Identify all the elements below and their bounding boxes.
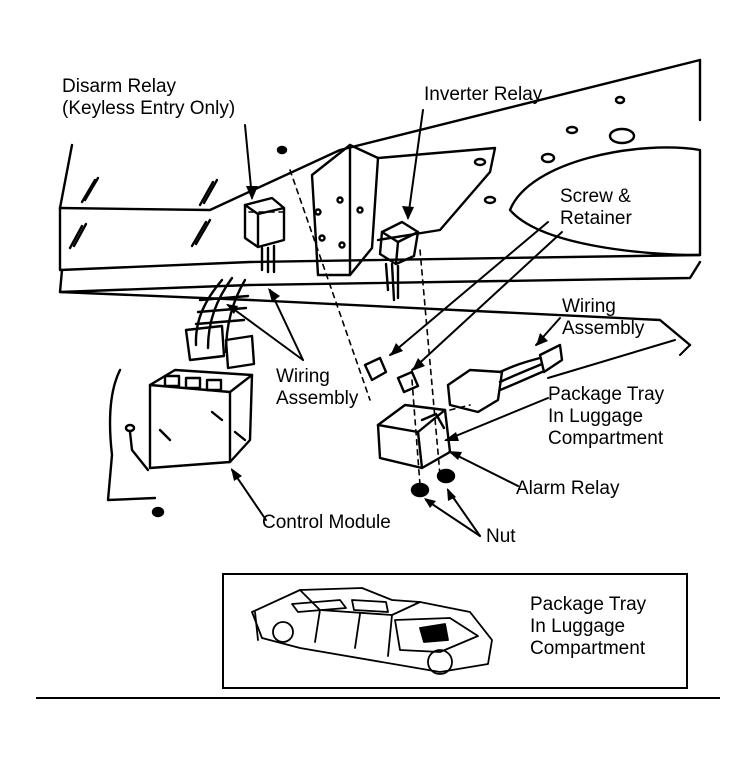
alarm-relay-label: Alarm Relay xyxy=(516,478,620,499)
arrow-heads xyxy=(226,186,548,508)
package-tray-label: Package Tray In Luggage Compartment xyxy=(548,384,665,449)
disarm-relay-label: Disarm Relay (Keyless Entry Only) xyxy=(62,76,236,119)
car-outline-inset xyxy=(251,587,493,675)
alarm-relay xyxy=(376,343,564,470)
relay-bracket xyxy=(276,143,497,277)
wiring-assembly-left-label: Wiring Assembly xyxy=(276,366,359,409)
assembly-guide-lines xyxy=(244,169,471,486)
disarm-relay xyxy=(243,196,286,274)
wiring-harness-left xyxy=(184,276,256,370)
leader-lines xyxy=(227,109,691,537)
screw-retainer-label: Screw & Retainer xyxy=(560,186,632,229)
control-module-label: Control Module xyxy=(262,512,391,533)
inverter-relay-label: Inverter Relay xyxy=(424,84,543,105)
control-module xyxy=(106,368,254,518)
bottom-divider xyxy=(36,697,720,699)
screws-and-nuts xyxy=(363,356,456,498)
location-inset-box xyxy=(222,573,688,689)
nut-label: Nut xyxy=(486,526,516,547)
inset-caption: Package Tray In Luggage Compartment xyxy=(530,594,647,659)
wiring-assembly-right-label: Wiring Assembly xyxy=(562,296,645,339)
inverter-relay xyxy=(378,220,420,302)
package-tray-panel xyxy=(58,58,702,347)
